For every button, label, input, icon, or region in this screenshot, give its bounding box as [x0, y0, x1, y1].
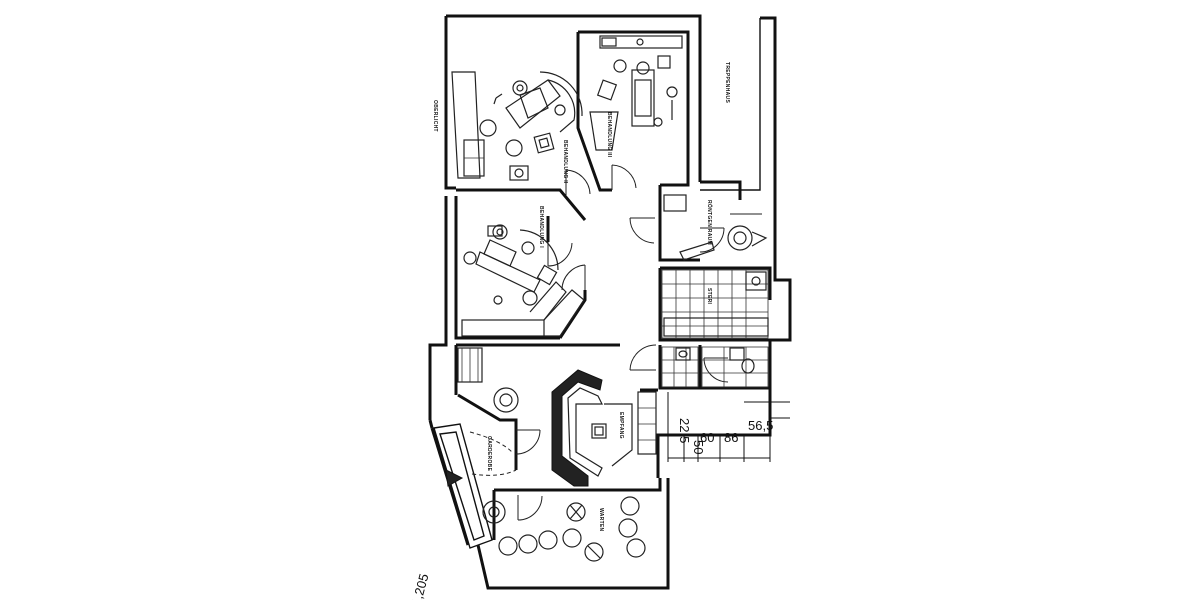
dim-50: 50: [691, 440, 706, 454]
doors: [515, 164, 729, 521]
service-rooms: [661, 194, 769, 388]
dimension-chain: 22,5 50 60 86 56,5 1,205: [409, 392, 790, 600]
interior-walls: [433, 18, 772, 549]
label-garderobe: GARDEROBE: [486, 436, 492, 472]
label-behandlung-1: BEHANDLUNG I: [538, 206, 544, 248]
label-empfang: EMPFANG: [618, 412, 624, 439]
dim-86: 86: [724, 430, 738, 445]
label-warten: WARTEN: [598, 508, 604, 532]
warten-area: [498, 496, 646, 562]
empfang-area: [551, 369, 657, 487]
wc-tiles: [661, 346, 769, 388]
room-labels: BEHANDLUNG II BEHANDLUNG III BEHANDLUNG …: [432, 62, 730, 532]
garderobe-area: [445, 347, 519, 524]
dim-56-5: 56,5: [748, 418, 773, 433]
steri-tiles: [661, 269, 769, 339]
dim-60: 60: [700, 430, 714, 445]
behandlung-i-room: [461, 224, 585, 337]
label-oberlicht: OBERLICHT: [432, 100, 438, 132]
label-behandlung-3: BEHANDLUNG III: [606, 112, 612, 158]
outer-walls: [428, 14, 792, 590]
behandlung-ii-room: [451, 71, 583, 181]
label-treppenhaus: TREPPENHAUS: [724, 62, 730, 103]
label-steri: STERI: [706, 288, 712, 305]
dim-22-5: 22,5: [677, 418, 692, 443]
label-roentgen: RÖNTGEN RAUM: [706, 200, 713, 245]
label-behandlung-2: BEHANDLUNG II: [562, 140, 568, 184]
behandlung-iii-room: [589, 35, 683, 151]
dim-edge: 1,205: [409, 572, 432, 600]
